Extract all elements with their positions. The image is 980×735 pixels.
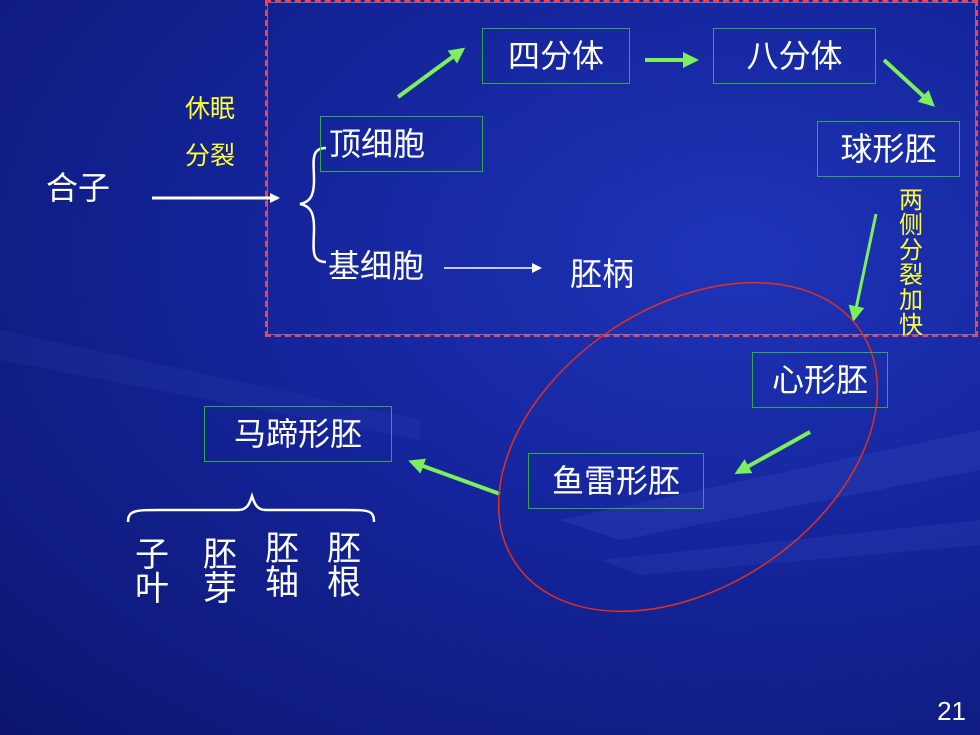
quadrant-box: 四分体 (482, 28, 630, 84)
torpedo-embryo-box: 鱼雷形胚 (528, 453, 704, 509)
heart-embryo-box: 心形胚 (752, 352, 888, 408)
organ-radicle: 胚根 (327, 529, 361, 603)
basal-cell-label: 基细胞 (328, 247, 425, 285)
organ-cotyledon: 子叶 (135, 535, 169, 609)
octant-to-globular-arrow (882, 58, 935, 107)
zygote-label: 合子 (46, 169, 111, 207)
octant-box: 八分体 (713, 28, 876, 84)
apical-development-region (265, 0, 978, 337)
organ-plumule: 胚芽 (203, 535, 237, 609)
organ-hypocotyl: 胚轴 (265, 529, 299, 603)
page-number: 21 (937, 696, 966, 726)
apical-to-quadrant-arrow (396, 47, 466, 99)
organ-brace (126, 492, 376, 523)
apical-cell-box: 顶细胞 (320, 116, 483, 172)
curly-brace (299, 146, 327, 264)
globular-to-heart-arrow (848, 213, 878, 322)
suspensor-label: 胚柄 (570, 255, 635, 293)
torpedo-to-horseshoe-arrow (408, 458, 501, 496)
heart-to-torpedo-arrow (734, 430, 811, 474)
horseshoe-embryo-box: 马蹄形胚 (204, 406, 392, 462)
side-division-label: 两侧分裂加快 (899, 186, 923, 339)
division-label: 分裂 (185, 141, 236, 170)
globular-embryo-box: 球形胚 (817, 121, 960, 177)
dormant-label: 休眠 (185, 94, 236, 123)
highlight-ellipse (497, 281, 879, 613)
